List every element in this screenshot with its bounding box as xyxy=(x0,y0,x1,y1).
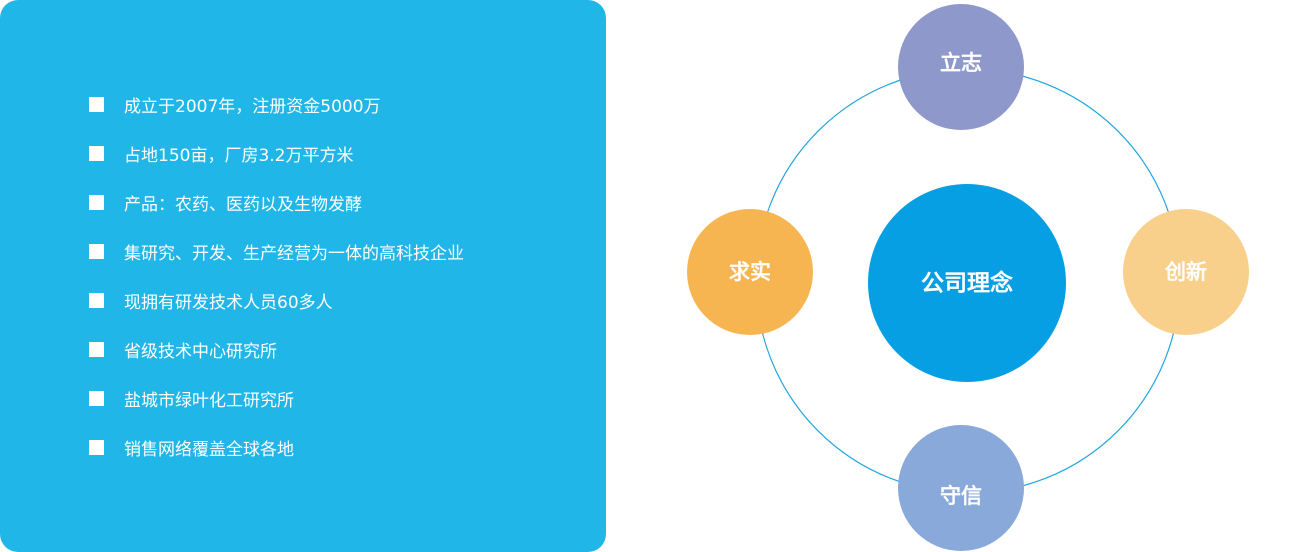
node-top xyxy=(898,4,1024,130)
square-bullet-icon xyxy=(89,293,104,308)
fact-item: 销售网络覆盖全球各地 xyxy=(89,435,464,460)
node-bottom-label: 守信 xyxy=(940,484,982,508)
fact-item: 占地150亩，厂房3.2万平方米 xyxy=(89,141,464,166)
fact-text: 成立于2007年，注册资金5000万 xyxy=(124,97,381,117)
fact-text: 省级技术中心研究所 xyxy=(124,342,277,362)
fact-item: 盐城市绿叶化工研究所 xyxy=(89,386,464,411)
node-right xyxy=(1123,209,1249,335)
square-bullet-icon xyxy=(89,146,104,161)
square-bullet-icon xyxy=(89,195,104,210)
fact-list: 成立于2007年，注册资金5000万 占地150亩，厂房3.2万平方米 产品：农… xyxy=(89,92,464,484)
fact-text: 占地150亩，厂房3.2万平方米 xyxy=(124,146,354,166)
fact-text: 盐城市绿叶化工研究所 xyxy=(124,391,294,411)
node-top-label: 立志 xyxy=(940,51,982,75)
center-node-label: 公司理念 xyxy=(921,270,1013,297)
square-bullet-icon xyxy=(89,97,104,112)
node-right-label: 创新 xyxy=(1164,260,1207,284)
fact-item: 产品：农药、医药以及生物发酵 xyxy=(89,190,464,215)
fact-text: 销售网络覆盖全球各地 xyxy=(124,440,294,460)
fact-text: 集研究、开发、生产经营为一体的高科技企业 xyxy=(124,244,464,264)
square-bullet-icon xyxy=(89,440,104,455)
fact-text: 现拥有研发技术人员60多人 xyxy=(124,293,333,313)
fact-item: 成立于2007年，注册资金5000万 xyxy=(89,92,464,117)
node-left-label: 求实 xyxy=(729,260,771,284)
square-bullet-icon xyxy=(89,391,104,406)
fact-item: 集研究、开发、生产经营为一体的高科技企业 xyxy=(89,239,464,264)
company-facts-panel: 成立于2007年，注册资金5000万 占地150亩，厂房3.2万平方米 产品：农… xyxy=(0,0,606,552)
center-node xyxy=(868,184,1066,382)
fact-text: 产品：农药、医药以及生物发酵 xyxy=(124,195,362,215)
square-bullet-icon xyxy=(89,342,104,357)
node-left xyxy=(687,209,813,335)
fact-item: 省级技术中心研究所 xyxy=(89,337,464,362)
node-bottom xyxy=(898,425,1024,551)
fact-item: 现拥有研发技术人员60多人 xyxy=(89,288,464,313)
square-bullet-icon xyxy=(89,244,104,259)
